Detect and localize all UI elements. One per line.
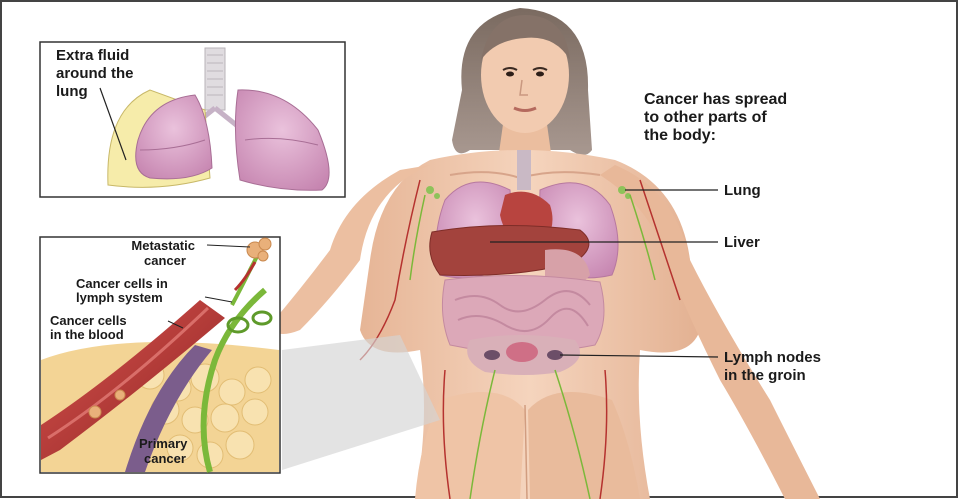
blood-line-1: Cancer cells xyxy=(50,313,127,328)
metastatic-line-1: Metastatic xyxy=(131,238,195,253)
primary-cancer-label: Primary cancer xyxy=(139,436,191,466)
callout-wedge xyxy=(282,335,440,470)
spread-heading: Cancer has spread to other parts of the … xyxy=(644,91,792,144)
extra-fluid-line-2: around the xyxy=(56,65,134,82)
primary-line-1: Primary xyxy=(139,436,188,451)
lung-label: Lung xyxy=(724,182,761,199)
lymph-nodes-line-2: in the groin xyxy=(724,367,806,384)
lymph-system-line-1: Cancer cells in xyxy=(76,276,168,291)
lymph-nodes-line-1: Lymph nodes xyxy=(724,349,821,366)
metastatic-line-2: cancer xyxy=(144,253,186,268)
blood-label: Cancer cells in the blood xyxy=(50,313,130,342)
blood-line-2: in the blood xyxy=(50,327,124,342)
lymph-system-line-2: lymph system xyxy=(76,290,163,305)
lymph-system-label: Cancer cells in lymph system xyxy=(76,276,171,305)
primary-line-2: cancer xyxy=(144,451,186,466)
liver-label: Liver xyxy=(724,234,760,251)
spread-heading-line-3: the body: xyxy=(644,127,716,144)
spread-heading-line-1: Cancer has spread xyxy=(644,91,787,108)
spread-heading-line-2: to other parts of xyxy=(644,109,767,126)
extra-fluid-line-3: lung xyxy=(56,83,88,100)
lymph-nodes-label: Lymph nodes in the groin xyxy=(724,349,825,384)
extra-fluid-line-1: Extra fluid xyxy=(56,47,129,64)
